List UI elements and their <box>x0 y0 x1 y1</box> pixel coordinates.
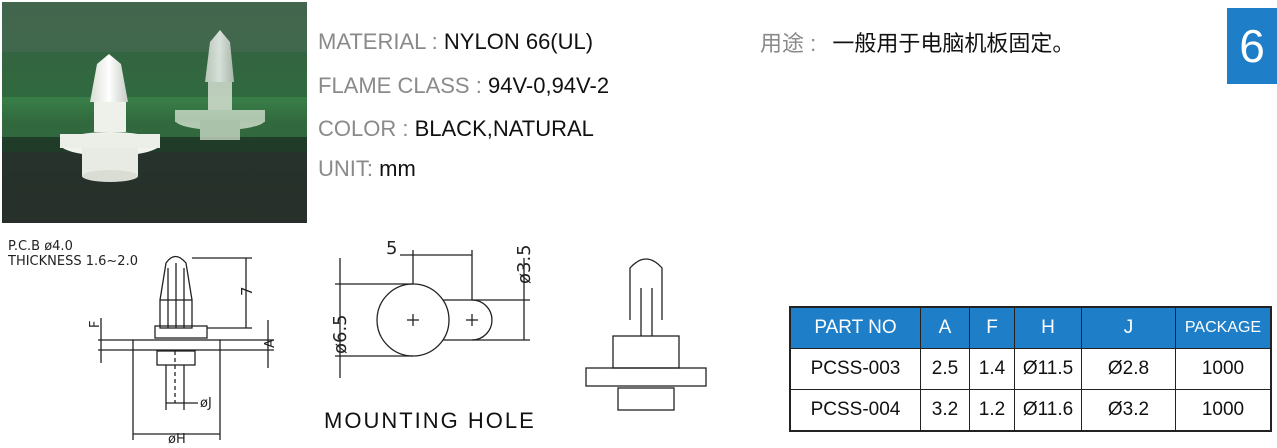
header-package: PACKAGE <box>1175 306 1272 349</box>
header-j: J <box>1081 306 1176 349</box>
part-spec-table: PART NO A F H J PACKAGE PCSS-003 2.5 1.4… <box>789 306 1272 432</box>
unit-spec: UNIT: mm <box>318 156 416 182</box>
cell-package: 1000 <box>1175 348 1272 390</box>
unit-value: mm <box>379 156 416 181</box>
usage-value: 一般用于电脑机板固定。 <box>832 31 1075 56</box>
flame-class-spec: FLAME CLASS : 94V-0,94V-2 <box>318 73 609 99</box>
cell-f: 1.2 <box>969 389 1015 432</box>
material-label: MATERIAL : <box>318 29 438 54</box>
thickness-label: THICKNESS 1.6~2.0 <box>7 254 138 269</box>
cell-j: Ø3.2 <box>1081 389 1176 432</box>
dim-5-label: 5 <box>386 238 397 259</box>
header-f: F <box>969 306 1015 349</box>
product-photo <box>2 2 307 223</box>
usage-line: 用途 : 一般用于电脑机板固定。 <box>760 26 1074 58</box>
table-row: PCSS-003 2.5 1.4 Ø11.5 Ø2.8 1000 <box>789 348 1272 390</box>
pcb-label: P.C.B ø4.0 <box>8 239 73 254</box>
unit-label: UNIT: <box>318 156 373 181</box>
color-spec: COLOR : BLACK,NATURAL <box>318 116 594 142</box>
dim-f-label: F <box>88 321 103 328</box>
dim-65-label: ø6.5 <box>330 314 351 354</box>
header-h: H <box>1014 306 1082 349</box>
dim-j-label: øJ <box>200 396 212 411</box>
mounting-hole-caption: MOUNTING HOLE <box>324 408 536 433</box>
dim-7-label: 7 <box>238 286 256 296</box>
dim-h-label: øH <box>168 432 186 447</box>
dim-a-label: A <box>263 339 278 348</box>
material-value: NYLON 66(UL) <box>443 29 594 54</box>
header-a: A <box>920 306 970 349</box>
flame-class-value: 94V-0,94V-2 <box>487 73 610 98</box>
cell-a: 3.2 <box>920 389 970 432</box>
color-value: BLACK,NATURAL <box>414 116 594 141</box>
cell-h: Ø11.6 <box>1014 389 1082 432</box>
color-label: COLOR : <box>318 116 409 141</box>
header-part-no: PART NO <box>789 306 921 349</box>
cell-j: Ø2.8 <box>1081 348 1176 390</box>
cell-a: 2.5 <box>920 348 970 390</box>
cell-part-no: PCSS-003 <box>789 348 921 390</box>
cell-h: Ø11.5 <box>1014 348 1082 390</box>
cell-part-no: PCSS-004 <box>789 389 921 432</box>
cell-package: 1000 <box>1175 389 1272 432</box>
cell-f: 1.4 <box>969 348 1015 390</box>
dim-35-label: ø3.5 <box>514 244 535 284</box>
material-spec: MATERIAL : NYLON 66(UL) <box>318 29 593 55</box>
table-row: PCSS-004 3.2 1.2 Ø11.6 Ø3.2 1000 <box>789 389 1272 432</box>
technical-drawing: P.C.B ø4.0 THICKNESS 1.6~2.0 7 A F øJ øH… <box>7 238 707 447</box>
page-number-badge: 6 <box>1227 8 1277 84</box>
usage-label: 用途 : <box>760 31 817 56</box>
table-header-row: PART NO A F H J PACKAGE <box>789 306 1272 349</box>
flame-class-label: FLAME CLASS : <box>318 73 482 98</box>
